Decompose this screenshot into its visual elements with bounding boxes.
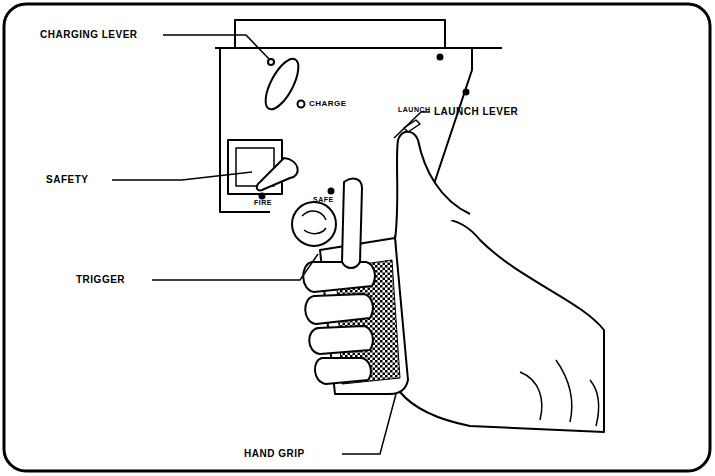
- position-mark: LAUNCH: [398, 106, 431, 113]
- finger: [309, 326, 373, 354]
- leader-line: [152, 254, 318, 280]
- part-label: HAND GRIP: [244, 449, 305, 459]
- top-housing: [235, 20, 445, 48]
- part-label: LAUNCH LEVER: [434, 107, 518, 117]
- trigger-detail: [302, 211, 326, 234]
- wrist-lines: [520, 360, 598, 426]
- safety-lever: [257, 158, 298, 190]
- charge-marker: [298, 101, 305, 108]
- part-label: CHARGING LEVER: [40, 30, 138, 40]
- finger: [315, 358, 371, 384]
- position-mark: CHARGE: [309, 100, 347, 108]
- finger: [303, 262, 375, 292]
- leader-line: [342, 394, 396, 454]
- rivet: [464, 90, 469, 95]
- frame: [4, 4, 710, 471]
- thumb: [395, 132, 470, 240]
- leader-line: [112, 172, 252, 180]
- back-of-hand: [395, 219, 604, 432]
- trigger: [292, 202, 336, 246]
- safe-dot: [329, 189, 334, 194]
- leader-lines: [112, 35, 430, 454]
- launch-paddle: [342, 179, 362, 268]
- hand-and-grip: [292, 132, 604, 432]
- position-mark: SAFE: [313, 196, 334, 203]
- finger: [305, 294, 373, 324]
- fire-dot: [260, 194, 265, 199]
- position-mark: FIRE: [254, 199, 272, 206]
- charging-lever: [259, 54, 305, 114]
- part-label: TRIGGER: [76, 275, 125, 285]
- leader-line: [394, 112, 430, 138]
- rivet: [438, 55, 443, 60]
- part-label: SAFETY: [46, 175, 88, 185]
- leader-line: [163, 35, 270, 60]
